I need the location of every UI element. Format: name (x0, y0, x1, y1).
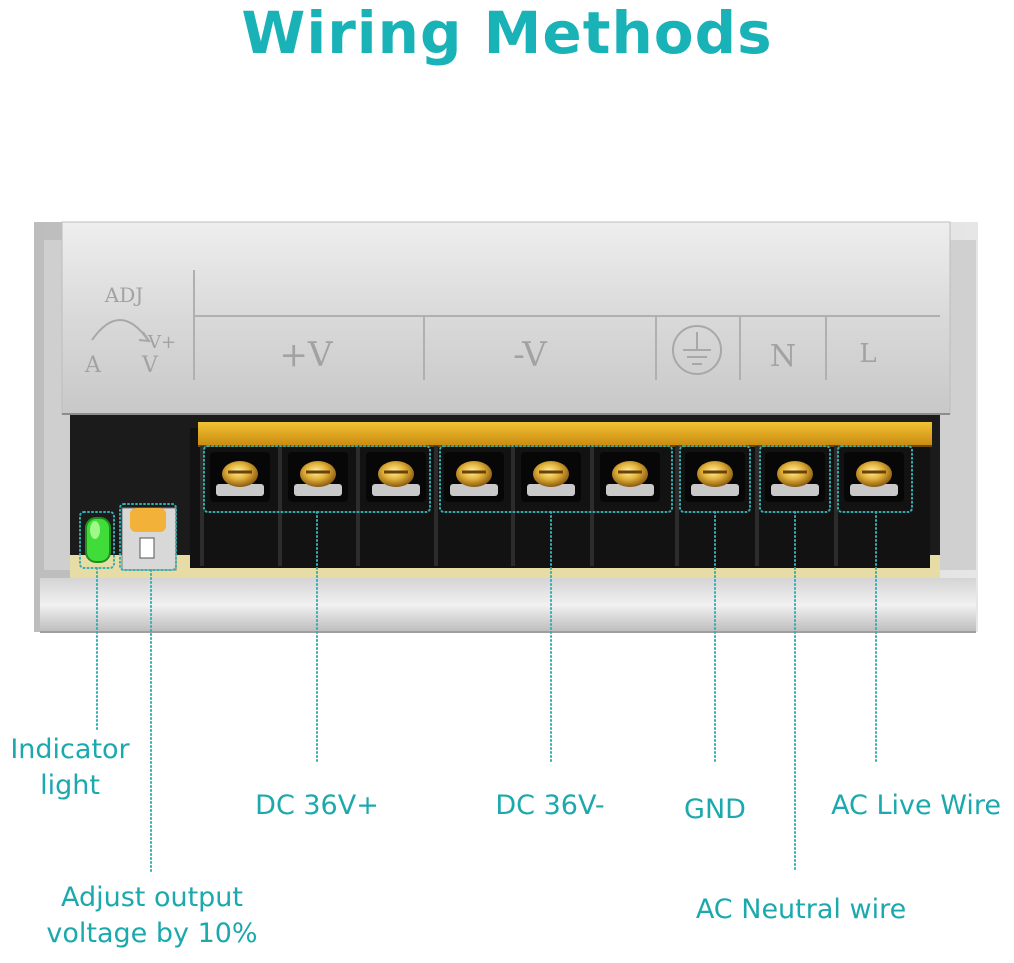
bottom-lip (40, 578, 976, 632)
l-label: L (859, 339, 876, 369)
plus-v-label: +V (279, 335, 333, 375)
terminal-screw (755, 446, 825, 566)
indicator-light-label: Indicator light (0, 732, 140, 804)
terminal-screw (834, 446, 904, 566)
n-label: N (770, 339, 796, 374)
dc-plus-label: DC 36V+ (255, 790, 379, 821)
dc-minus-label: DC 36V- (495, 790, 605, 821)
top-label-panel (61, 221, 951, 415)
terminal-screws (200, 446, 904, 566)
dc-minus-highlight-box (439, 445, 673, 513)
v-plus-label: V+ (147, 332, 176, 353)
indicator-led (85, 517, 111, 563)
indicator-label-line2: light (40, 770, 100, 801)
adjust-highlight-box (119, 503, 177, 571)
gnd-label: GND (684, 794, 746, 825)
panel-engraving: ADJ A V V+ +V -V N L (84, 270, 940, 380)
terminal-screw (278, 446, 348, 566)
terminal-screw (590, 446, 660, 566)
a-label: A (84, 353, 102, 378)
v-label: V (141, 353, 159, 378)
terminal-screw (200, 446, 270, 566)
terminal-screw (675, 446, 745, 566)
terminal-screw (434, 446, 504, 566)
adj-label: ADJ (104, 283, 144, 307)
adjust-voltage-label: Adjust output voltage by 10% (24, 880, 280, 952)
adjust-label-line2: voltage by 10% (46, 918, 258, 949)
terminal-screw (511, 446, 581, 566)
ac-neutral-label: AC Neutral wire (695, 894, 907, 925)
minus-v-label: -V (513, 335, 548, 375)
page-title: Wiring Methods (241, 0, 773, 67)
terminal-screw (356, 446, 426, 566)
terminal-cover-strip (198, 422, 932, 446)
indicator-label-line1: Indicator (10, 734, 130, 765)
ground-icon (672, 325, 722, 375)
ac-live-label: AC Live Wire (831, 790, 1001, 821)
callouts (79, 445, 913, 873)
adjust-label-line1: Adjust output (60, 882, 244, 913)
adjust-potentiometer (121, 507, 177, 571)
